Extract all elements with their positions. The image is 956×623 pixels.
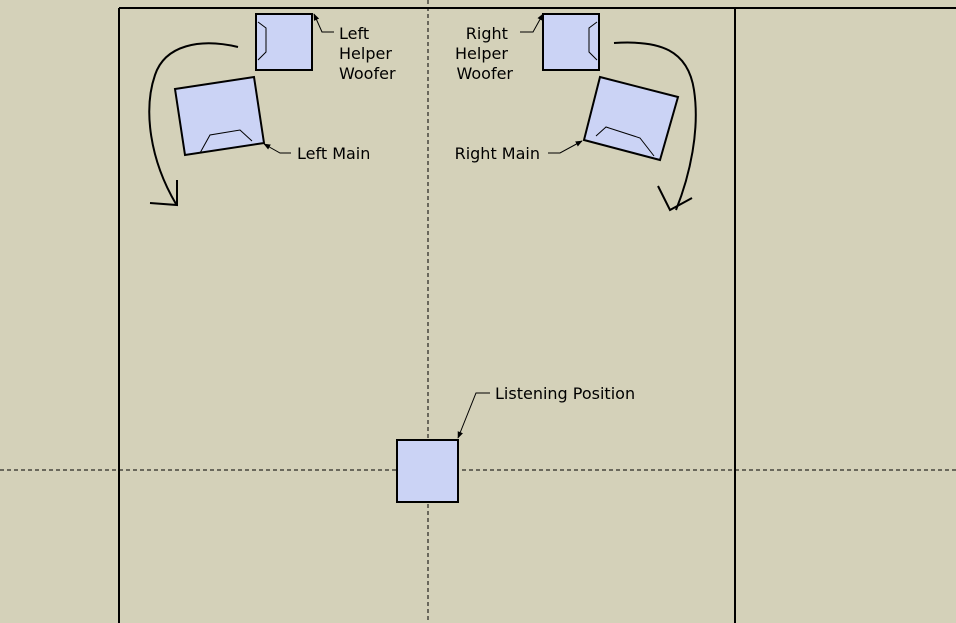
right-main-speaker xyxy=(582,75,680,162)
leader-right-helper xyxy=(520,13,544,33)
label-left-helper-woofer: Left Helper Woofer xyxy=(339,24,397,83)
label-left-main: Left Main xyxy=(297,144,370,163)
leader-left-helper xyxy=(313,13,334,33)
leader-left-main xyxy=(263,143,291,154)
right-helper-woofer xyxy=(542,13,600,71)
left-main-speaker xyxy=(173,75,266,157)
left-arrowhead xyxy=(149,180,178,207)
left-rotation-arrow xyxy=(148,42,239,205)
leader-listening xyxy=(457,392,490,439)
room-walls xyxy=(118,7,956,623)
leader-right-main xyxy=(548,140,583,154)
label-right-main: Right Main xyxy=(455,144,540,163)
label-right-helper-woofer: Right Helper Woofer xyxy=(455,24,513,83)
leader-lines xyxy=(263,13,583,439)
right-rotation-arrow xyxy=(613,41,697,211)
rotation-arrows xyxy=(148,41,697,212)
label-listening-position: Listening Position xyxy=(495,384,635,403)
right-arrowhead xyxy=(657,185,693,212)
left-helper-woofer xyxy=(255,13,313,71)
listening-position-box xyxy=(396,439,459,503)
